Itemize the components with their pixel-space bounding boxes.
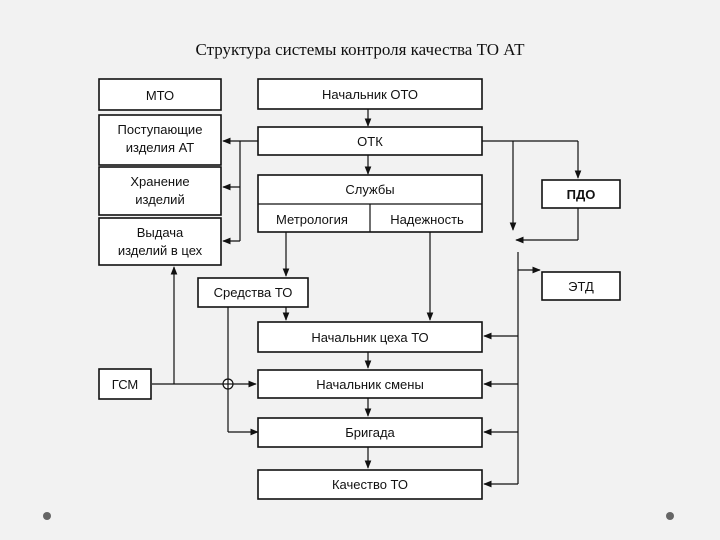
etd-label: ЭТД — [568, 279, 594, 294]
shop-chief-label: Начальник цеха ТО — [311, 330, 428, 345]
storage-box — [98, 166, 222, 216]
issue-label-2: изделий в цех — [118, 243, 203, 258]
incoming-label-1: Поступающие — [118, 122, 203, 137]
gsm-label: ГСМ — [112, 377, 139, 392]
otk-box — [257, 126, 483, 156]
left-column: МТО Поступающие изделия АТ Хранение изде… — [98, 78, 222, 400]
storage-label-2: изделий — [135, 192, 184, 207]
quality-label: Качество ТО — [332, 477, 408, 492]
pdo-box — [541, 179, 621, 209]
shift-chief-box — [257, 369, 483, 399]
shop-chief-box — [257, 321, 483, 353]
reliability-label: Надежность — [390, 212, 464, 227]
shift-chief-label: Начальник смены — [316, 377, 424, 392]
chief-oto-label: Начальник ОТО — [322, 87, 418, 102]
brigade-box — [257, 417, 483, 448]
metrology-label: Метрология — [276, 212, 348, 227]
corner-dot-right — [666, 512, 674, 520]
brigade-label: Бригада — [345, 425, 395, 440]
services-label: Службы — [345, 182, 394, 197]
corner-dot-left — [43, 512, 51, 520]
means-to-box — [197, 277, 309, 308]
pdo-label: ПДО — [567, 187, 596, 202]
otk-label: ОТК — [357, 134, 383, 149]
slide-title: Структура системы контроля качества ТО А… — [195, 40, 525, 59]
issue-box — [98, 217, 222, 266]
means-to-label: Средства ТО — [214, 285, 293, 300]
center-column: Начальник ОТО ОТК Службы Метрология Наде… — [197, 78, 483, 500]
issue-label-1: Выдача — [137, 225, 184, 240]
quality-box — [257, 469, 483, 500]
incoming-label-2: изделия АТ — [126, 140, 194, 155]
right-column: ПДО ЭТД — [541, 179, 621, 301]
chief-oto-box — [257, 78, 483, 110]
connectors — [152, 109, 582, 488]
storage-label-1: Хранение — [130, 174, 189, 189]
mto-box — [98, 78, 222, 111]
etd-box — [541, 271, 621, 301]
gsm-box — [98, 368, 152, 400]
incoming-box — [98, 114, 222, 166]
mto-label: МТО — [146, 88, 174, 103]
